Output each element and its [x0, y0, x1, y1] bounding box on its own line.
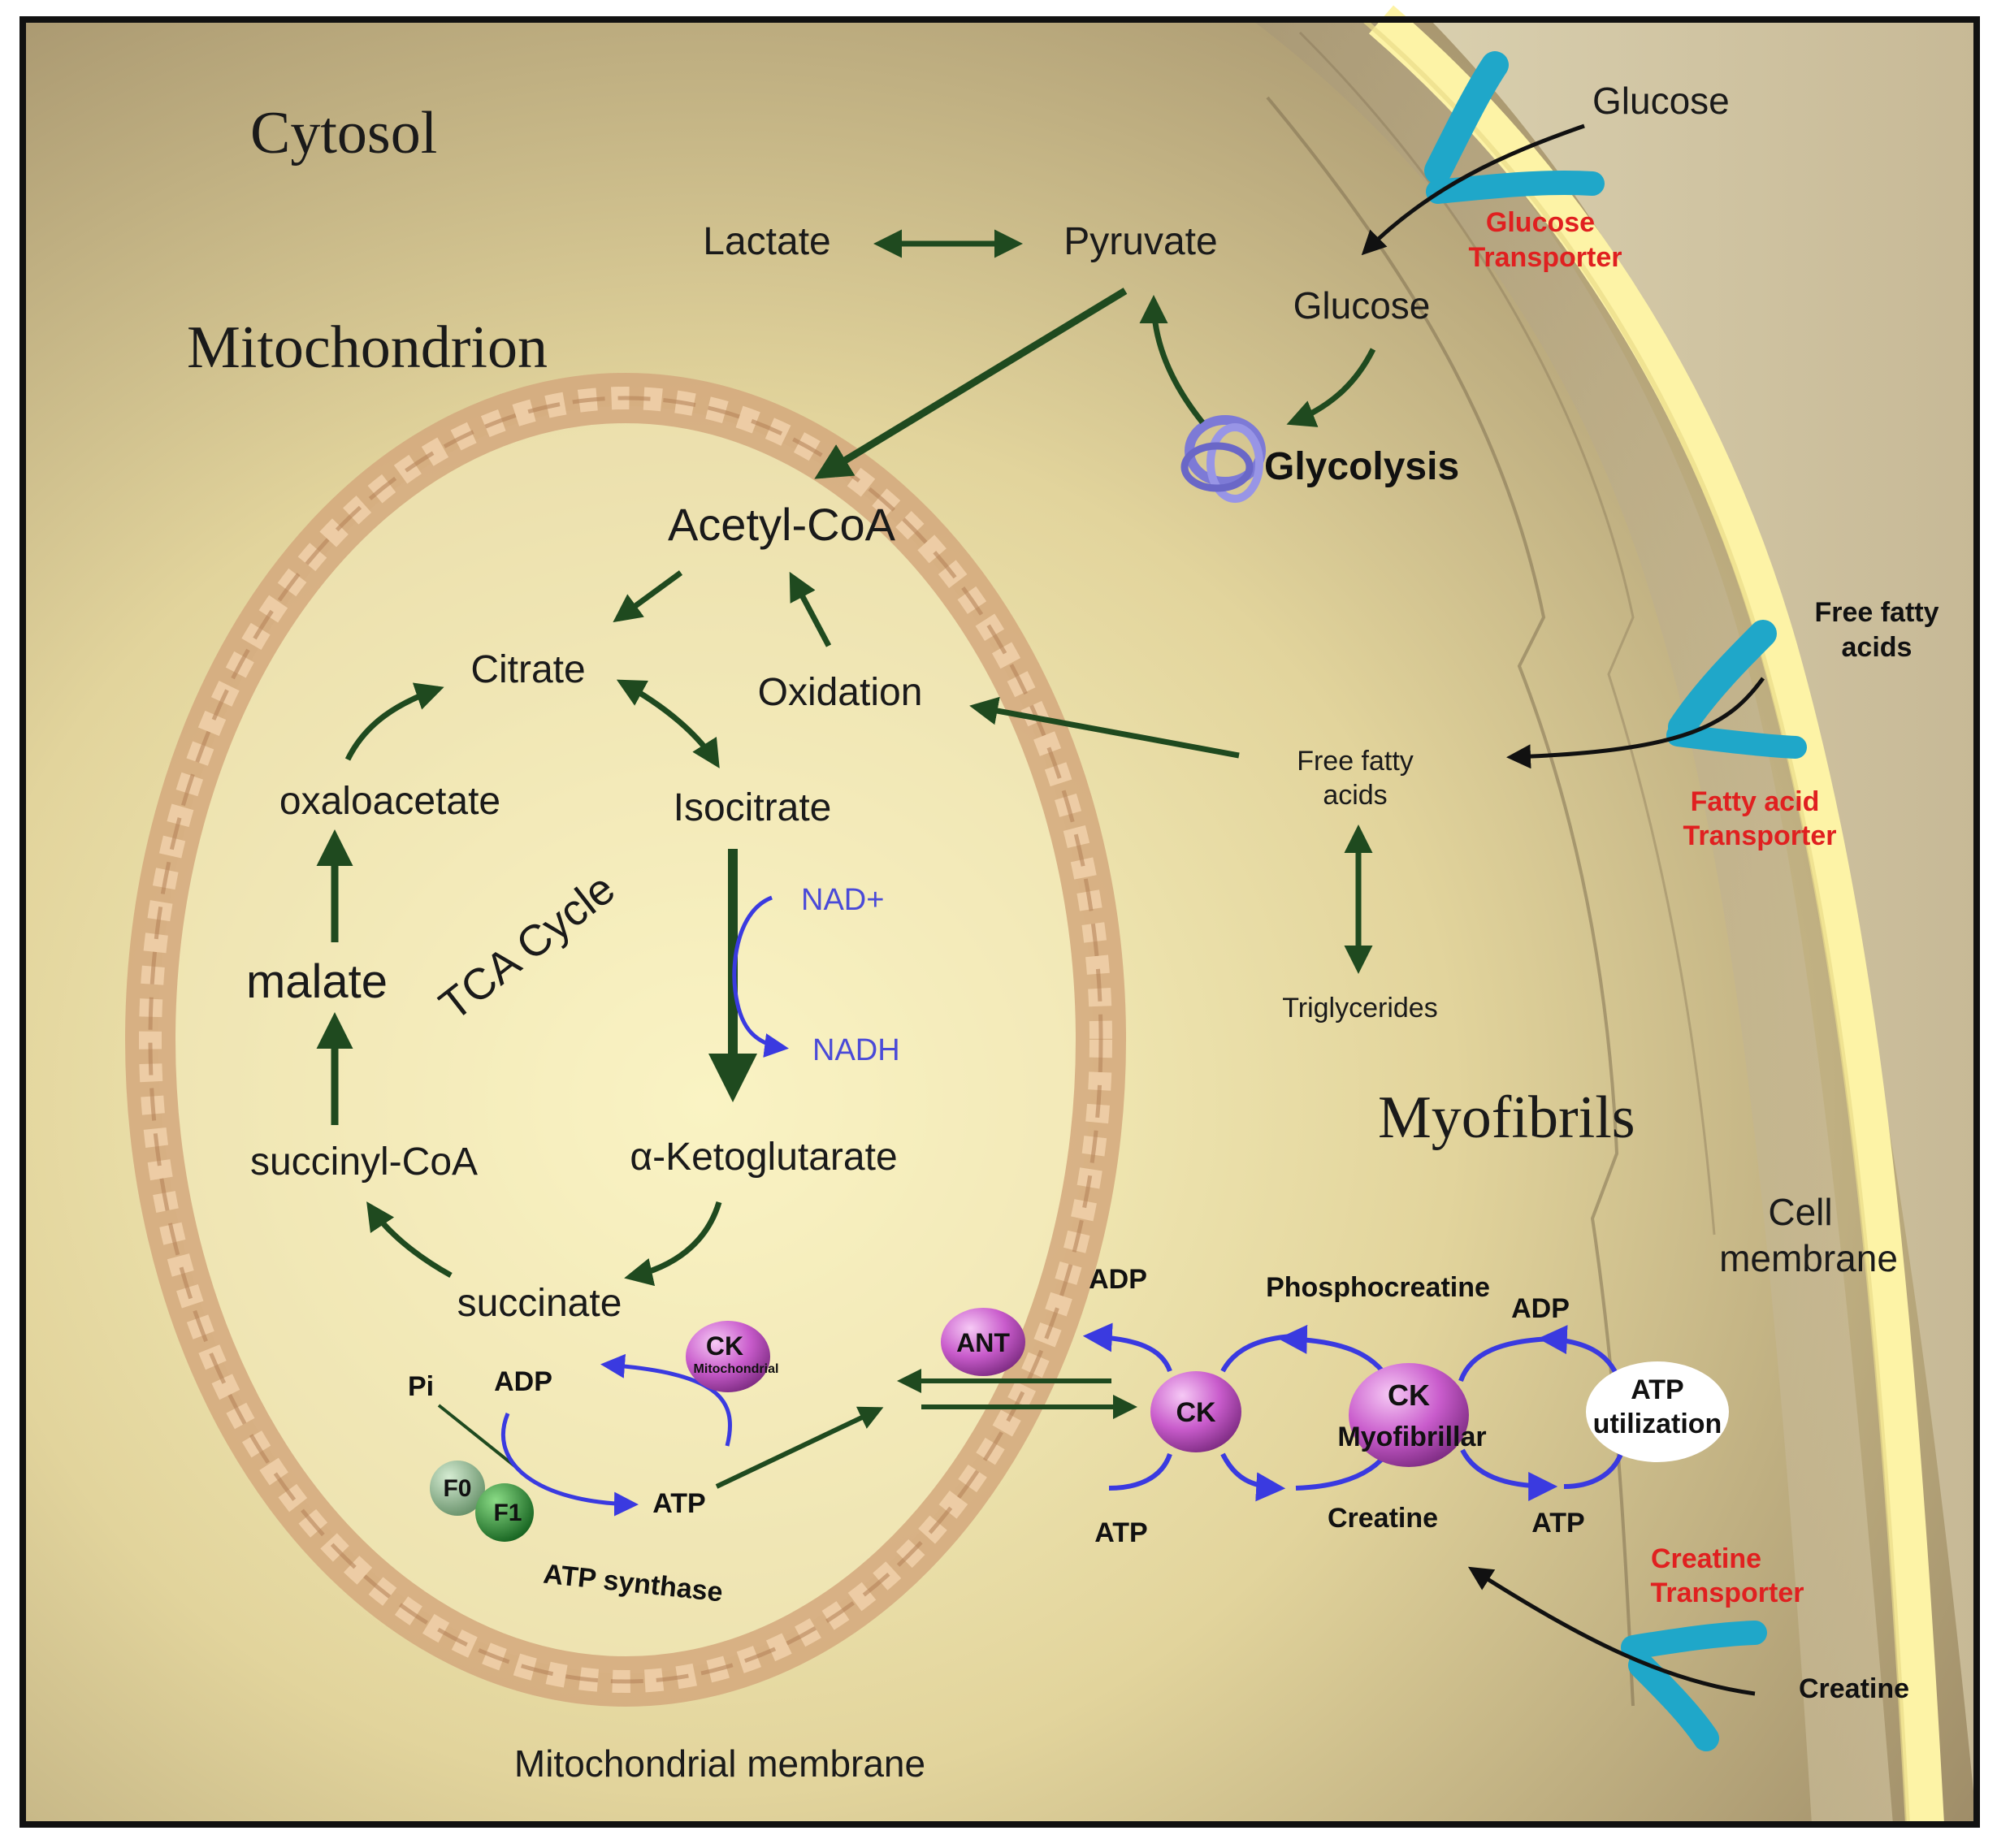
atp-util-label-line1: ATP — [1631, 1374, 1683, 1405]
ant-transporter — [941, 1308, 1025, 1376]
fatty-acid-transporter — [1666, 620, 1807, 759]
phosphocreatine-label: Phosphocreatine — [1266, 1272, 1490, 1303]
atp-util-label-line2: utilization — [1593, 1409, 1722, 1439]
glucose-inside-label: Glucose — [1293, 284, 1431, 327]
ck-myo-label-line1: CK — [1388, 1378, 1430, 1412]
succinyl-coa-label: succinyl-CoA — [250, 1140, 478, 1184]
atp-util-atp-arrow — [1563, 1452, 1623, 1489]
oxidation-to-acetyl-coa-arrow — [789, 571, 832, 647]
creatine-transporter-label-line1: Creatine — [1651, 1543, 1761, 1574]
creatine-cyto-label: Creatine — [1328, 1503, 1438, 1534]
myofibrils-label: Myofibrils — [1378, 1084, 1635, 1151]
f1-subunit — [475, 1483, 534, 1542]
atp-utilization-node — [1586, 1361, 1729, 1462]
glucose-pathway: Glucose Glucose Transporter Glucose Glyc… — [703, 51, 1730, 503]
ck-mito-label-line1: CK — [706, 1331, 743, 1361]
glycolysis-to-pyruvate-arrow — [1139, 295, 1205, 425]
mitochondrion-label: Mitochondrion — [187, 314, 548, 381]
citrate-isocitrate-arrow — [616, 679, 720, 768]
ck-mito-label-line2: Mitochondrial — [694, 1362, 779, 1376]
isocitrate-label: Isocitrate — [674, 786, 832, 829]
cytosol-label: Cytosol — [250, 100, 437, 167]
oxaloacetate-to-citrate-arrow — [344, 682, 444, 761]
glycolysis-enzyme-icon — [1180, 415, 1266, 503]
glucose-transporter-label-line2: Transporter — [1469, 242, 1622, 273]
ck-cyto-adp-arrow — [1082, 1322, 1172, 1373]
creatine-transporter-label-line2: Transporter — [1651, 1578, 1804, 1608]
oxidation-label: Oxidation — [758, 671, 923, 714]
f0-subunit — [430, 1461, 485, 1516]
region-labels: Cytosol Mitochondrion Myofibrils Cell me… — [187, 100, 1898, 1785]
ketoglutarate-to-succinate-arrow — [624, 1201, 722, 1287]
mitochondrion — [125, 373, 1126, 1707]
ck-myo-atp-arrow — [1460, 1448, 1558, 1501]
ant-label: ANT — [956, 1328, 1010, 1357]
oxaloacetate-label: oxaloacetate — [279, 780, 500, 823]
cell-membrane-label-line1: Cell — [1768, 1191, 1832, 1233]
pyruvate-label: Pyruvate — [1063, 220, 1217, 263]
alpha-ketoglutarate-label: α-Ketoglutarate — [630, 1136, 897, 1179]
f0-label: F0 — [443, 1475, 471, 1502]
nadh-label: NADH — [812, 1033, 900, 1067]
glucose-to-glycolysis-arrow — [1286, 348, 1376, 427]
creatine-outside-label: Creatine — [1799, 1673, 1909, 1704]
ck-cyto-label: CK — [1176, 1397, 1216, 1428]
glycolysis-label: Glycolysis — [1264, 445, 1459, 488]
pi-line — [437, 1404, 522, 1472]
pyruvate-to-acetyl-coa-arrow — [814, 288, 1128, 479]
atp-ant-label: ATP — [1094, 1517, 1147, 1548]
mitochondrial-membrane-label: Mitochondrial membrane — [514, 1742, 925, 1785]
ffa-inside-label-line1: Free fatty — [1297, 746, 1414, 777]
lactate-label: Lactate — [703, 220, 830, 263]
atp-export-arrow — [715, 1406, 884, 1489]
adp-mito-label: ADP — [494, 1366, 552, 1397]
ffa-outside-label-line1: Free fatty — [1814, 597, 1939, 628]
ck-mitochondrial-enzyme — [686, 1321, 770, 1392]
glucose-transporter — [1424, 51, 1605, 204]
atp-util-adp-arrow — [1537, 1325, 1621, 1381]
ck-cytosolic-enzyme — [1150, 1371, 1241, 1452]
cell-membrane-label-line2: membrane — [1719, 1237, 1898, 1279]
fatty-acid-transporter-label-line1: Fatty acid — [1691, 786, 1820, 817]
atp-mito-label: ATP — [652, 1488, 705, 1519]
glucose-transporter-label-line1: Glucose — [1486, 207, 1595, 238]
citrate-label: Citrate — [470, 648, 585, 691]
creatine-transporter — [1621, 1621, 1767, 1751]
glucose-uptake-arrow — [1361, 123, 1585, 256]
fatty-acid-uptake-arrow — [1506, 677, 1765, 769]
triglycerides-label: Triglycerides — [1282, 993, 1437, 1024]
acetyl-coa-label: Acetyl-CoA — [668, 499, 896, 550]
fatty-acid-transporter-label-line2: Transporter — [1683, 820, 1837, 851]
ffa-outside-label-line2: acids — [1842, 632, 1913, 663]
pi-label: Pi — [408, 1371, 434, 1402]
f1-label: F1 — [493, 1500, 522, 1526]
ck-myo-label-line2: Myofibrillar — [1337, 1422, 1486, 1452]
adp-ant-label: ADP — [1089, 1264, 1147, 1295]
nad-plus-label: NAD+ — [801, 883, 884, 917]
succinate-label: succinate — [457, 1282, 622, 1325]
ck-cyto-atp-arrow — [1108, 1452, 1172, 1491]
ffa-inside-label-line2: acids — [1323, 780, 1387, 811]
ck-myofibrillar-enzyme — [1349, 1363, 1469, 1467]
acetyl-coa-to-citrate-arrow — [613, 570, 683, 623]
nad-reduction-arrow — [732, 895, 789, 1058]
ffa-to-oxidation-arrow — [969, 696, 1240, 759]
ck-mito-arrow — [600, 1353, 732, 1447]
fatty-acid-pathway: Free fatty acids Fatty acid Transporter … — [969, 597, 1939, 1024]
creatine-pathway: Creatine Transporter Creatine — [1467, 1543, 1909, 1751]
adp-myo-label: ADP — [1511, 1293, 1570, 1324]
ck-myo-adp-arrow — [1458, 1336, 1554, 1383]
creatine-uptake-arrow — [1467, 1566, 1756, 1696]
ck-cyto-creatine-arrow — [1220, 1452, 1286, 1502]
atp-myo-label: ATP — [1531, 1508, 1584, 1539]
malate-label: malate — [246, 955, 388, 1008]
glucose-outside-label: Glucose — [1592, 80, 1730, 122]
succinate-to-succinyl-coa-arrow — [366, 1201, 453, 1279]
adp-to-atp-arrow — [501, 1413, 639, 1517]
